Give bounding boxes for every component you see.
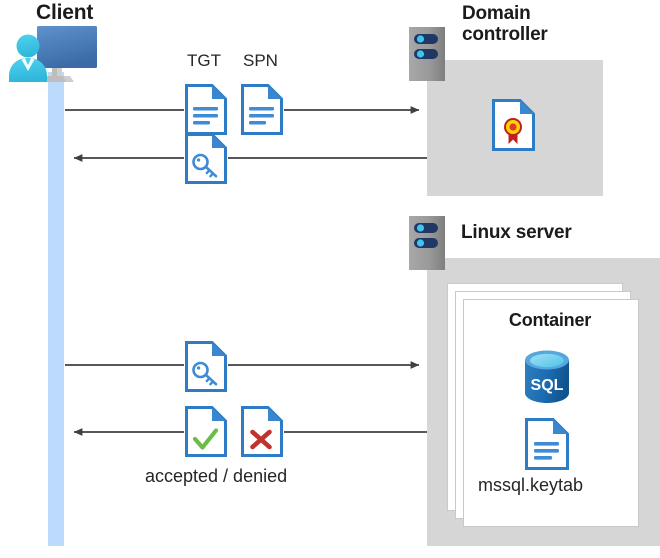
spn-label: SPN: [243, 51, 278, 70]
denied-document-icon: [241, 406, 283, 457]
certificate-document-icon: [492, 99, 535, 151]
container-card-front: [463, 299, 639, 527]
domain-controller-server-rack-icon: [409, 27, 445, 81]
linux-server-title: Linux server: [461, 222, 572, 243]
tgt-document-icon: [185, 84, 227, 135]
service-ticket-key-document-icon: [185, 133, 227, 184]
cross-icon: [250, 429, 272, 450]
accepted-document-icon: [185, 406, 227, 457]
domain-controller-title-line1: Domain: [462, 3, 531, 24]
linux-server-rack-icon: [409, 216, 445, 270]
spn-document-icon: [241, 84, 283, 135]
client-workstation-icon: [8, 24, 100, 86]
domain-controller-title-line2: controller: [462, 24, 548, 46]
tgt-label: TGT: [187, 51, 221, 70]
client-title: Client: [36, 1, 94, 24]
accepted-denied-label: accepted / denied: [145, 466, 288, 486]
sql-database-label: SQL: [531, 377, 564, 394]
container-title: Container: [508, 310, 592, 330]
check-icon: [192, 428, 219, 450]
keytab-filename-label: mssql.keytab: [478, 475, 584, 495]
keytab-document-icon: [525, 418, 569, 470]
domain-controller-title: Domain controller: [462, 3, 602, 46]
client-lifeline: [48, 72, 64, 546]
sql-database-icon: SQL: [521, 349, 573, 407]
presented-ticket-key-document-icon: [185, 341, 227, 392]
